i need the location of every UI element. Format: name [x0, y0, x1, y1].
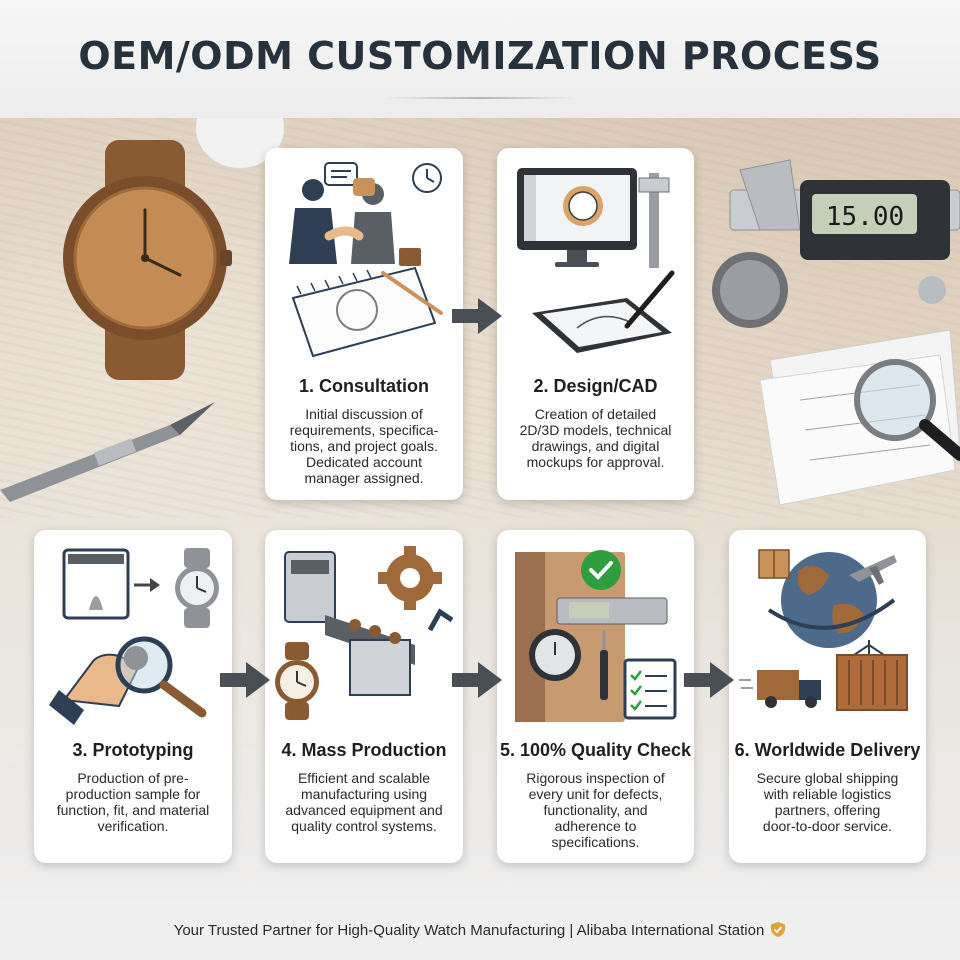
clock-icon [412, 163, 442, 193]
inspector-photo-icon [515, 552, 668, 722]
header: OEM/ODM CUSTOMIZATION PROCESS [0, 0, 960, 118]
tablet-stylus-icon [532, 270, 675, 353]
step-card-worldwide-delivery: 6. Worldwide Delivery Secure global ship… [729, 530, 926, 863]
consultation-illustration [289, 162, 443, 358]
screwdriver-icon [600, 630, 608, 700]
wooden-watch-photo [63, 140, 232, 380]
checklist-icon [623, 658, 677, 720]
wooden-watch-icon [275, 642, 319, 720]
caliper-icon [638, 173, 670, 268]
magnifier-hand-icon [49, 636, 207, 725]
page-title: OEM/ODM CUSTOMIZATION PROCESS [78, 34, 882, 78]
delivery-truck-icon [739, 670, 821, 708]
airplane-icon [849, 555, 897, 585]
pen-photo [0, 402, 215, 502]
arrow-right-icon [220, 662, 270, 698]
digital-caliper-photo: 15.00 [712, 159, 960, 328]
package-box-icon [758, 549, 790, 579]
step-title: 4. Mass Production [281, 740, 447, 760]
worldwide-delivery-illustration [739, 549, 908, 711]
shield-icon [771, 922, 786, 937]
step-title: 2. Design/CAD [533, 376, 658, 396]
title-divider [385, 97, 575, 99]
arrow-right-icon [452, 298, 502, 334]
chat-bubbles-icon [324, 162, 375, 196]
footer [0, 898, 960, 960]
footer-tagline: Your Trusted Partner for High-Quality Wa… [0, 921, 960, 939]
watch-gray-icon [175, 548, 219, 628]
step-card-mass-production: 4. Mass Production Efficient and scalabl… [265, 530, 463, 863]
step-title: 5. 100% Quality Check [499, 740, 692, 760]
arrow-right-icon [452, 662, 502, 698]
sketchbook-icon [291, 266, 443, 358]
step-title: 1. Consultation [299, 376, 429, 396]
arrow-right-icon [684, 662, 734, 698]
caliper-readout: 15.00 [826, 202, 904, 232]
check-circle-icon [581, 550, 621, 590]
gear-icon [378, 546, 442, 610]
3d-printer-icon [62, 548, 130, 620]
arrow-right-small-icon [134, 578, 160, 592]
step-title: 6. Worldwide Delivery [734, 740, 921, 760]
quality-check-illustration [515, 550, 677, 722]
mass-production-illustration [275, 546, 454, 720]
ceramic-bowl-photo [196, 118, 284, 168]
factory-machine-icon [284, 551, 454, 696]
drawings-magnifier-photo [759, 330, 960, 506]
monitor-icon [517, 168, 637, 267]
shipping-container-icon [836, 640, 908, 711]
step-card-prototyping: 3. Prototyping Production of pre-product… [34, 530, 232, 863]
step-title: 3. Prototyping [72, 740, 194, 760]
prototyping-illustration [49, 548, 219, 725]
step-card-quality-check: 5. 100% Quality Check Rigorous inspectio… [497, 530, 694, 863]
design-cad-illustration [517, 168, 675, 353]
